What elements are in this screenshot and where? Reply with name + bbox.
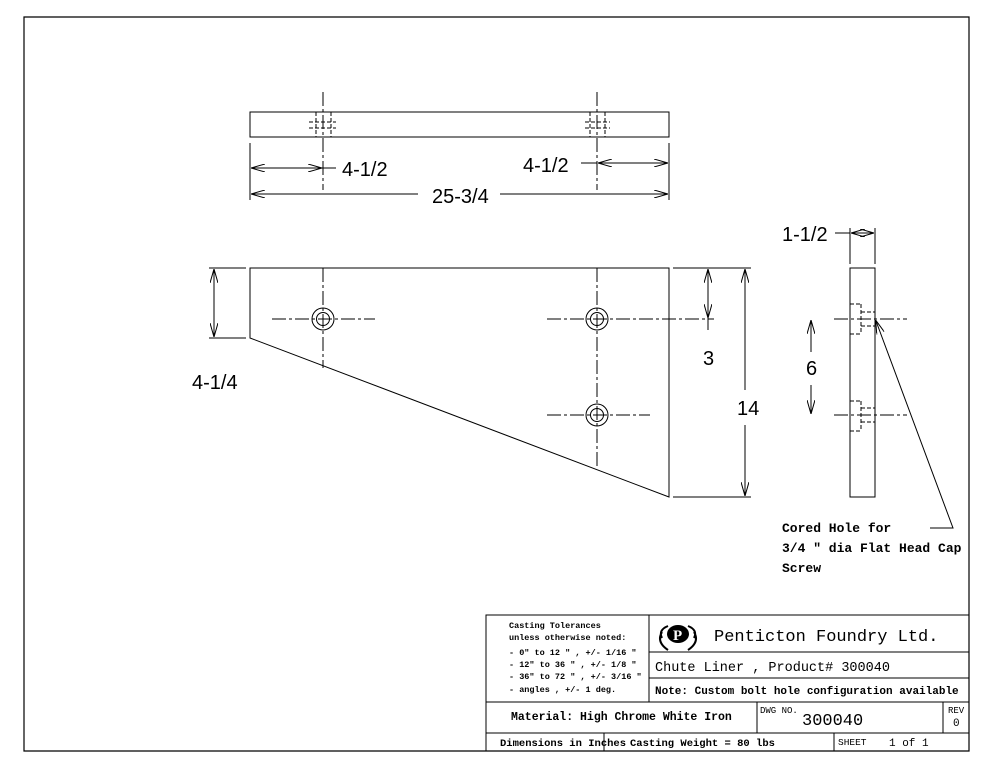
dim-overall-length: 25-3/4 [432, 186, 489, 208]
front-view-centerlines [272, 268, 714, 468]
front-view [209, 268, 751, 497]
sheet-value: 1 of 1 [889, 738, 929, 750]
company-name: Penticton Foundry Ltd. [714, 628, 938, 647]
tolerance-heading: Casting Tolerances [509, 621, 601, 631]
rev-label: REV [948, 706, 965, 716]
dwg-label: DWG NO. [760, 706, 798, 716]
dwg-number: 300040 [802, 712, 863, 731]
company-logo: P [660, 625, 696, 650]
dim-top-right-offset: 4-1/2 [523, 155, 569, 177]
logo-letter: P [673, 628, 682, 644]
tolerance-subheading: unless otherwise noted: [509, 633, 626, 643]
top-view [250, 92, 669, 200]
units-note: Dimensions in Inches [500, 738, 626, 750]
dim-overall-height: 14 [737, 398, 759, 420]
note-line-2: 3/4 " dia Flat Head Cap [782, 541, 962, 556]
side-view [811, 228, 953, 528]
tolerance-row-2: - 12" to 36 " , +/- 1/8 " [509, 660, 637, 670]
tolerance-row-4: - angles , +/- 1 deg. [509, 685, 616, 695]
rev-value: 0 [953, 718, 960, 730]
dim-thickness: 1-1/2 [782, 224, 828, 246]
dim-left-height: 4-1/4 [192, 372, 238, 394]
drawing-title: Chute Liner , Product# 300040 [655, 661, 890, 676]
top-view-outline [250, 112, 669, 137]
side-view-outline [850, 268, 875, 497]
front-view-outline [250, 268, 669, 497]
title-block [486, 615, 969, 751]
material: Material: High Chrome White Iron [511, 711, 732, 724]
dim-hole-spacing: 6 [806, 358, 817, 380]
tolerance-row-3: - 36" to 72 " , +/- 3/16 " [509, 672, 642, 682]
sheet-label: SHEET [838, 737, 867, 748]
dim-hole-offset: 3 [703, 348, 714, 370]
note-line-1: Cored Hole for [782, 521, 891, 536]
dim-top-left-offset: 4-1/2 [342, 159, 388, 181]
drawing-note: Note: Custom bolt hole configuration ava… [655, 686, 959, 698]
note-line-3: Screw [782, 561, 821, 576]
casting-weight: Casting Weight = 80 lbs [630, 738, 775, 750]
leader-line [876, 321, 953, 528]
tolerance-row-1: - 0" to 12 " , +/- 1/16 " [509, 648, 637, 658]
side-view-hole-lower [850, 401, 875, 431]
